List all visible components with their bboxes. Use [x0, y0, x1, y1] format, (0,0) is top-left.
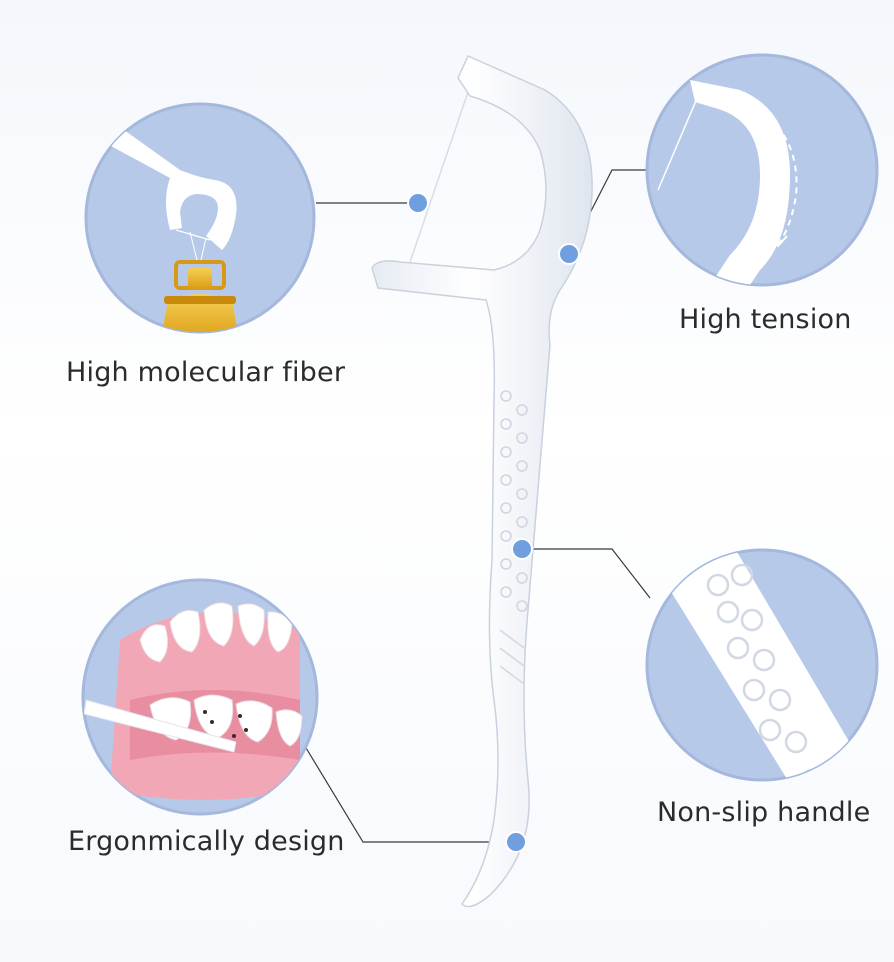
tension-arrow [741, 99, 798, 245]
caption-non-slip-handle: Non-slip handle [657, 797, 871, 828]
floss-pick [371, 55, 593, 908]
caption-high-molecular-fiber: High molecular fiber [66, 357, 346, 388]
lower-teeth [149, 694, 303, 747]
upper-teeth [139, 602, 293, 663]
leader-line-ergo [299, 737, 516, 843]
tension-floss [657, 95, 699, 191]
grip-dots [500, 390, 528, 612]
callout-dots [407, 192, 580, 853]
circle-handle [645, 548, 879, 782]
circle-fiber [84, 102, 316, 334]
oil-bottle-icon [160, 260, 240, 332]
mini-pick [100, 120, 237, 250]
leader-line-handle [522, 548, 651, 599]
floss-thread [407, 91, 469, 269]
tension-arm [690, 80, 790, 285]
mini-floss [175, 229, 211, 241]
callout-dot-handle [511, 538, 533, 560]
floss-pick-body [371, 55, 593, 908]
caption-ergonomically-design: Ergonmically design [68, 826, 345, 857]
circle-ergo [81, 578, 319, 816]
callout-dot-tension [558, 243, 580, 265]
callout-dot-ergo [505, 831, 527, 853]
caption-high-tension: High tension [679, 304, 852, 335]
grip-ridges [499, 629, 525, 685]
callout-dot-fiber [407, 192, 429, 214]
ergo-pick [83, 699, 237, 753]
circle-tension [645, 53, 879, 287]
